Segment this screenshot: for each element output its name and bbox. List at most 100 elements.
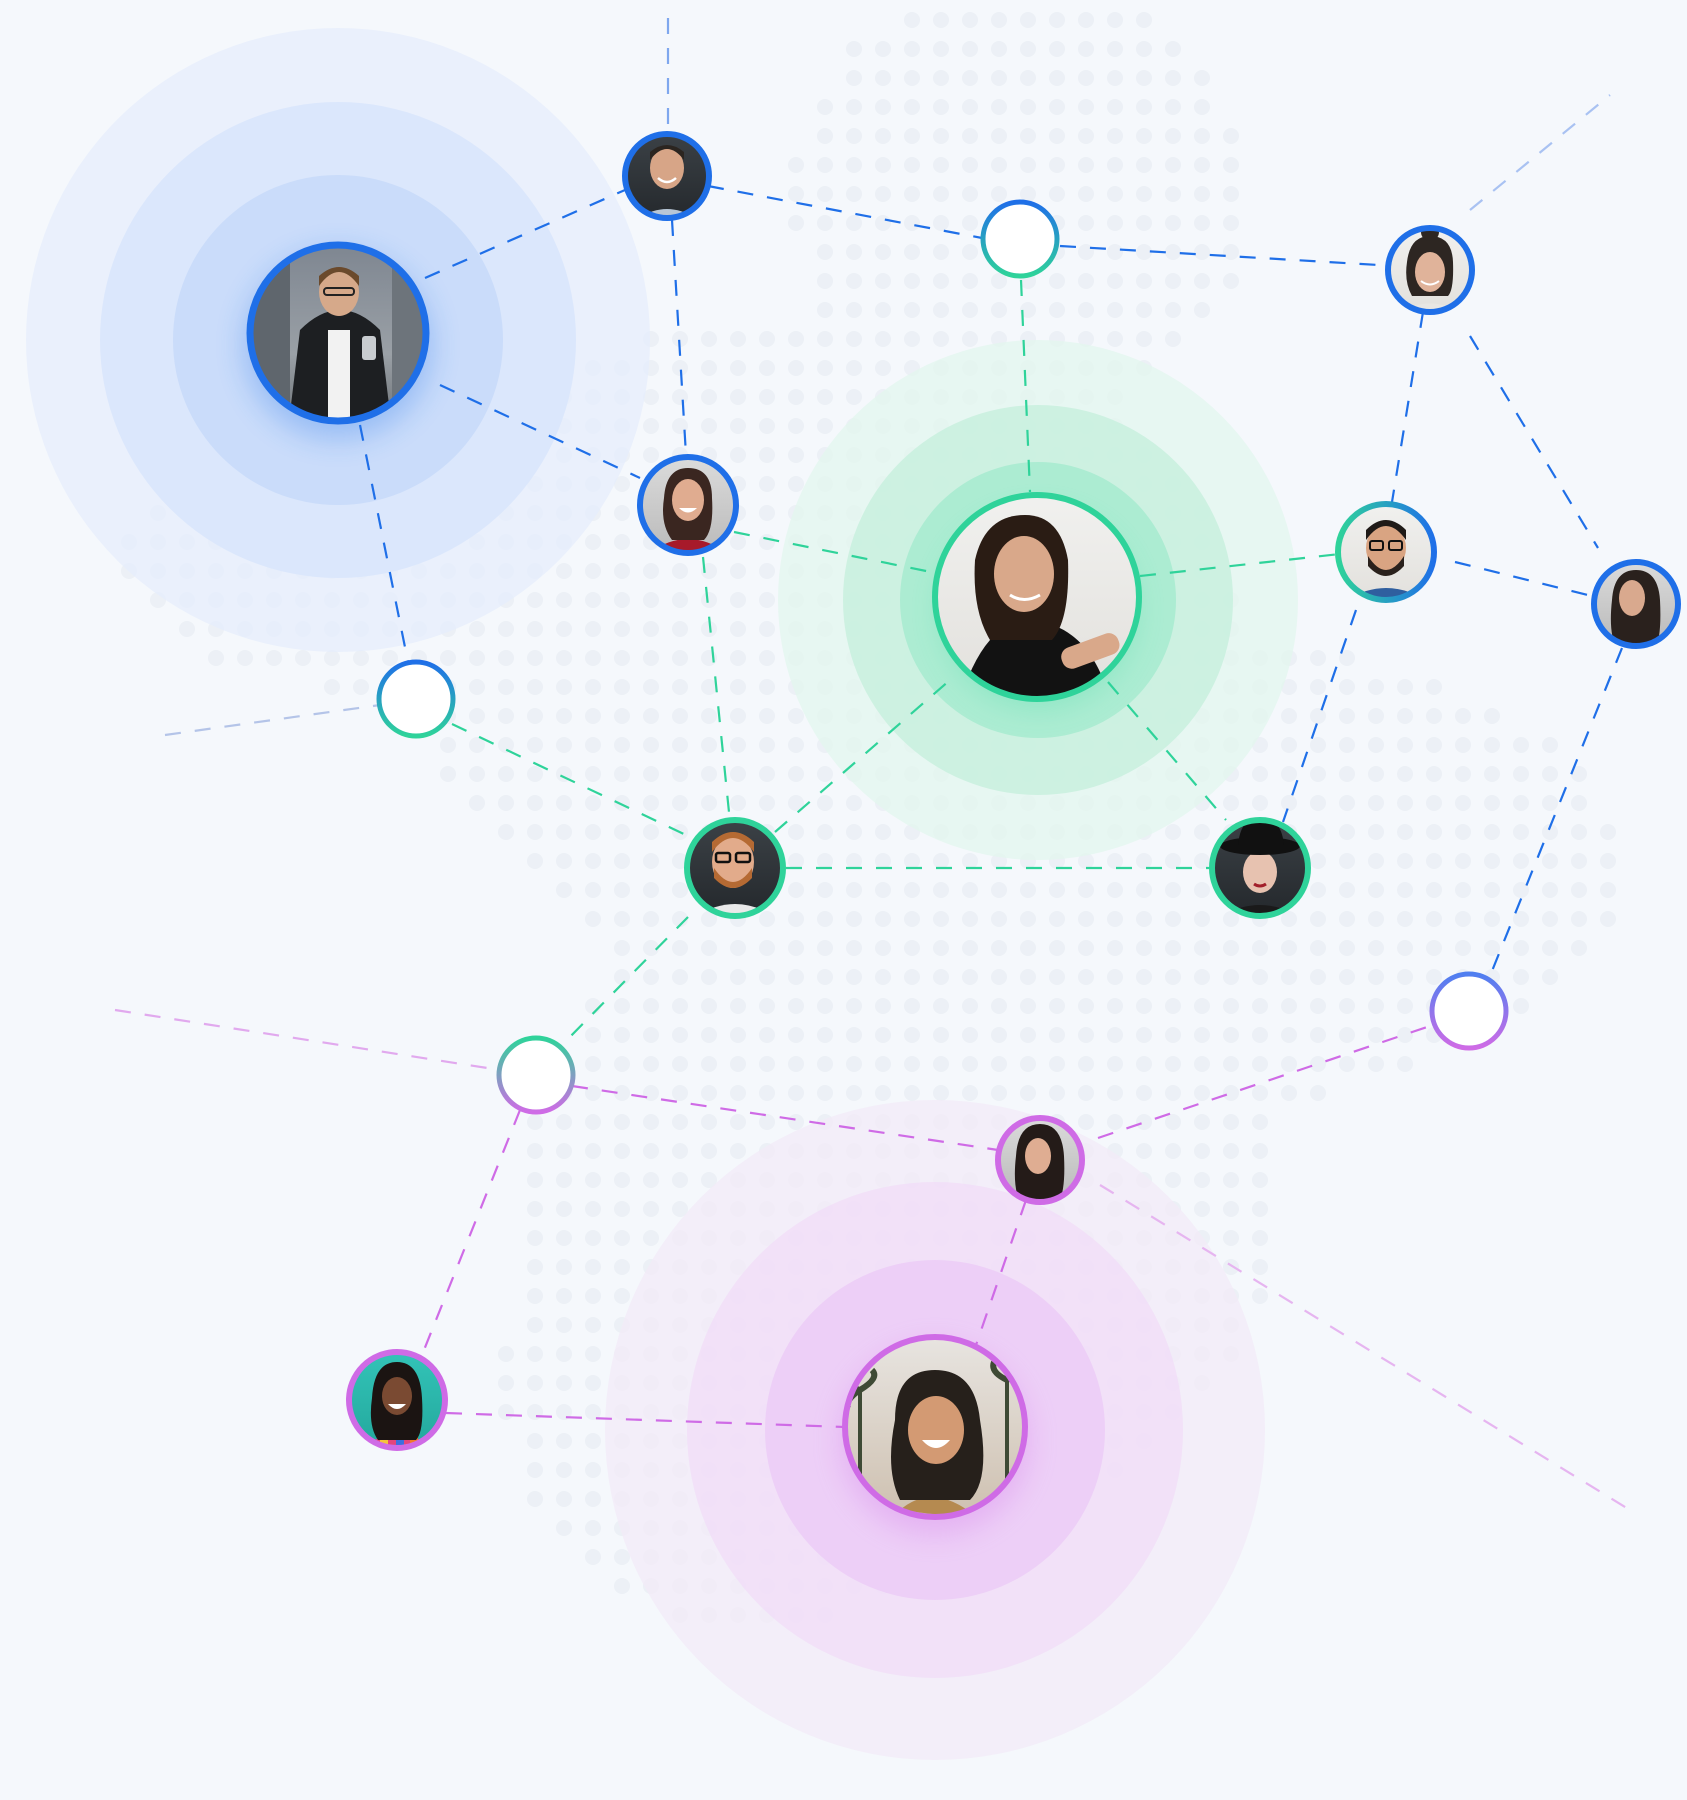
- map-dot: [1426, 853, 1442, 869]
- map-dot: [1513, 969, 1529, 985]
- map-dot: [1136, 273, 1152, 289]
- map-dot: [614, 1143, 630, 1159]
- bearded-man-glasses-avatar[interactable]: [1335, 501, 1438, 604]
- map-dot: [933, 1056, 949, 1072]
- red-haired-man-glasses-avatar[interactable]: [684, 817, 787, 920]
- map-dot: [1194, 244, 1210, 260]
- map-dot: [1484, 708, 1500, 724]
- map-dot: [875, 1085, 891, 1101]
- empty-node-right[interactable]: [1429, 971, 1509, 1051]
- map-dot: [1426, 766, 1442, 782]
- map-dot: [788, 418, 804, 434]
- empty-node-mid[interactable]: [496, 1035, 576, 1115]
- woman-with-bun-avatar[interactable]: [1385, 223, 1475, 315]
- map-dot: [1020, 940, 1036, 956]
- map-dot: [701, 592, 717, 608]
- map-dot: [672, 969, 688, 985]
- map-dot: [1368, 1056, 1384, 1072]
- map-dot: [904, 882, 920, 898]
- map-dot: [585, 853, 601, 869]
- map-dot: [759, 389, 775, 405]
- map-dot: [1542, 737, 1558, 753]
- map-dot: [643, 737, 659, 753]
- map-dot: [788, 447, 804, 463]
- map-dot: [846, 302, 862, 318]
- map-dot: [1136, 1027, 1152, 1043]
- map-dot: [440, 650, 456, 666]
- map-dot: [1078, 186, 1094, 202]
- map-dot: [1049, 186, 1065, 202]
- map-dot: [904, 1027, 920, 1043]
- map-dot: [1165, 940, 1181, 956]
- map-dot: [527, 1375, 543, 1391]
- empty-node-left[interactable]: [376, 659, 456, 739]
- map-dot: [875, 824, 891, 840]
- map-dot: [1078, 853, 1094, 869]
- map-dot: [1049, 128, 1065, 144]
- map-dot: [788, 969, 804, 985]
- woman-dark-hair-avatar[interactable]: [995, 1115, 1085, 1206]
- empty-node-top[interactable]: [980, 199, 1060, 279]
- map-dot: [1078, 911, 1094, 927]
- map-dot: [1078, 99, 1094, 115]
- map-dot: [788, 1027, 804, 1043]
- map-dot: [527, 1230, 543, 1246]
- map-dot: [1426, 882, 1442, 898]
- map-dot: [846, 940, 862, 956]
- map-dot: [1339, 998, 1355, 1014]
- map-dot: [643, 650, 659, 666]
- map-dot: [1252, 766, 1268, 782]
- map-dot: [701, 360, 717, 376]
- map-dot: [846, 882, 862, 898]
- map-dot: [904, 273, 920, 289]
- map-dot: [991, 157, 1007, 173]
- laughing-woman-palm-trees-avatar[interactable]: [840, 1334, 1030, 1525]
- map-dot: [1542, 911, 1558, 927]
- map-dot: [759, 737, 775, 753]
- map-dot: [1281, 1085, 1297, 1101]
- map-dot: [1107, 1027, 1123, 1043]
- map-dot: [1136, 853, 1152, 869]
- map-dot: [1484, 853, 1500, 869]
- edge-line: [1488, 647, 1624, 977]
- map-dot: [1020, 99, 1036, 115]
- map-dot: [614, 592, 630, 608]
- map-dot: [1136, 41, 1152, 57]
- woman-black-hat-avatar[interactable]: [1209, 816, 1312, 920]
- woman-red-top-avatar[interactable]: [636, 454, 741, 560]
- map-dot: [817, 244, 833, 260]
- map-dot: [585, 592, 601, 608]
- map-dot: [1107, 1085, 1123, 1101]
- map-dot: [875, 882, 891, 898]
- map-dot: [1194, 186, 1210, 202]
- map-dot: [1107, 186, 1123, 202]
- map-dot: [1339, 853, 1355, 869]
- smiling-man-avatar[interactable]: [620, 130, 715, 226]
- map-dot: [585, 911, 601, 927]
- smiling-woman-dark-hair-avatar[interactable]: [930, 490, 1145, 705]
- map-dot: [962, 12, 978, 28]
- map-dot: [1078, 1114, 1094, 1130]
- map-dot: [1107, 1114, 1123, 1130]
- map-dot: [1484, 882, 1500, 898]
- map-dot: [1194, 940, 1210, 956]
- map-dot: [701, 331, 717, 347]
- map-dot: [933, 1085, 949, 1101]
- map-dot: [1397, 679, 1413, 695]
- map-dot: [585, 1027, 601, 1043]
- map-dot: [1165, 1085, 1181, 1101]
- map-dot: [527, 795, 543, 811]
- map-dot: [904, 911, 920, 927]
- woman-long-hair-avatar[interactable]: [1591, 559, 1682, 650]
- map-dot: [933, 998, 949, 1014]
- map-dot: [701, 911, 717, 927]
- map-dot: [1165, 1056, 1181, 1072]
- map-dot: [1165, 157, 1181, 173]
- map-dot: [643, 1230, 659, 1246]
- map-dot: [614, 911, 630, 927]
- map-dot: [1339, 795, 1355, 811]
- map-dot: [1078, 331, 1094, 347]
- woman-colorful-dress-avatar[interactable]: [346, 1349, 449, 1452]
- map-dot: [1397, 766, 1413, 782]
- map-dot: [875, 1027, 891, 1043]
